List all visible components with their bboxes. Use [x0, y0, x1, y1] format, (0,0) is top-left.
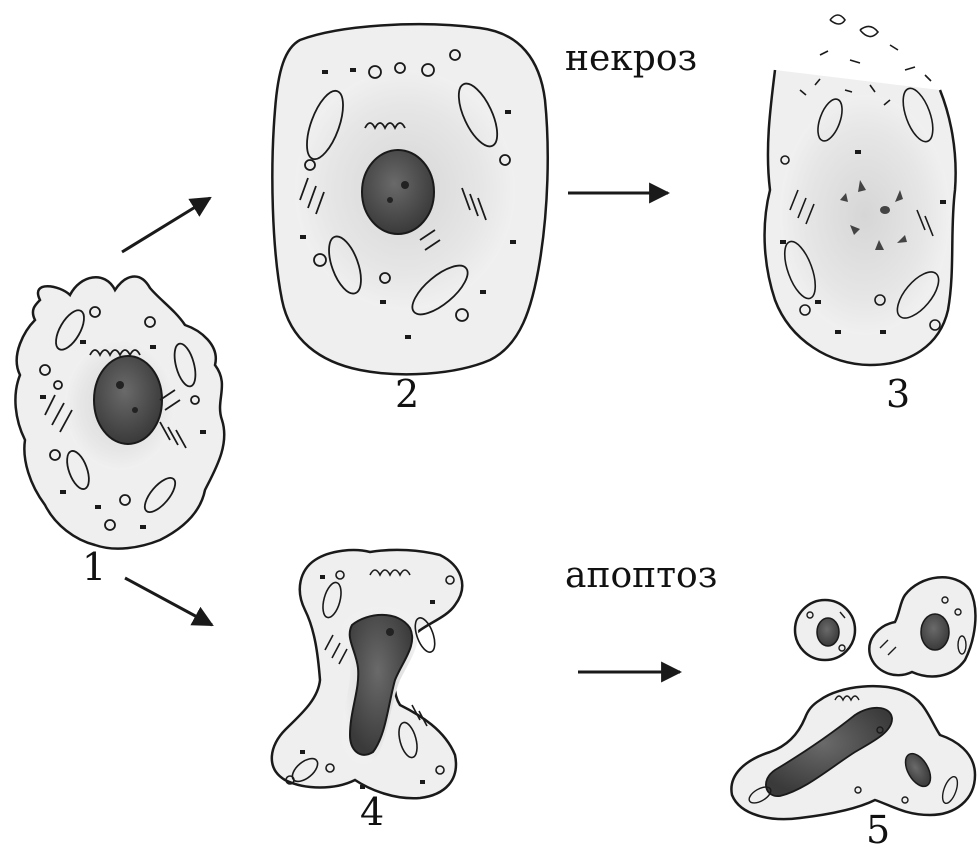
cell-number-4: 4: [360, 790, 384, 834]
label-apoptosis: апоптоз: [565, 555, 717, 596]
cell-3-halo: [780, 95, 950, 335]
cell-2: [272, 24, 547, 374]
cell-5-body-small: [795, 600, 855, 660]
cell-4: [272, 550, 462, 798]
label-necrosis: некроз: [565, 38, 697, 79]
cell-number-2: 2: [395, 372, 419, 416]
cell-1-nucleus: [94, 356, 162, 444]
cell-5-body-large: [731, 686, 975, 819]
arrow-1-to-2: [122, 198, 210, 252]
cell-number-1: 1: [82, 545, 106, 589]
cell-5-body-right: [869, 577, 975, 676]
cell-number-3: 3: [886, 372, 910, 416]
cell-5: [731, 577, 975, 819]
cell-2-nucleus: [362, 150, 434, 234]
cell-3: [765, 15, 956, 365]
cell-number-5: 5: [866, 808, 890, 852]
arrow-1-to-4: [125, 578, 212, 625]
cell-1: [15, 276, 224, 548]
